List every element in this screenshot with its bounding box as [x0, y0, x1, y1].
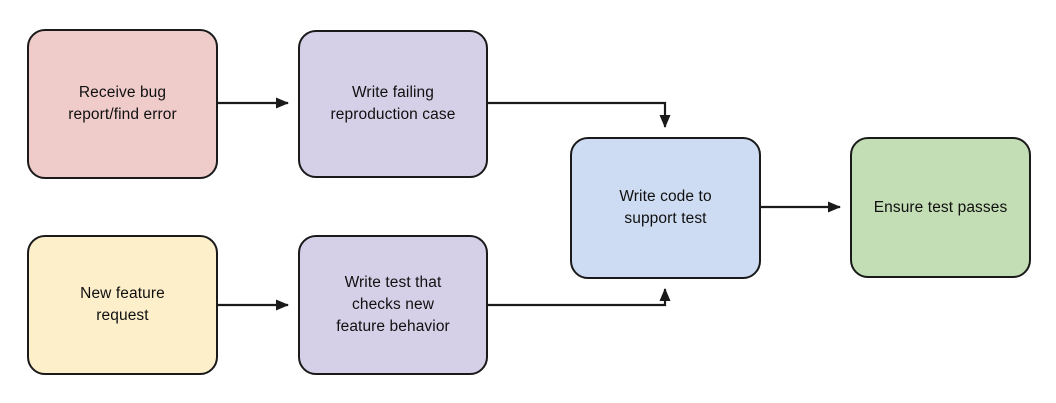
node-label: Write code to support test — [619, 188, 712, 227]
node-label: New feature request — [80, 285, 165, 324]
edge-failing-case-to-write-code — [488, 101, 667, 127]
edge-feature-test-to-write-code — [488, 289, 667, 307]
node-label: Ensure test passes — [873, 198, 1008, 216]
edge-write-code-to-ensure-arrowhead-icon — [828, 201, 841, 213]
node-label: Write failing reproduction case — [330, 84, 456, 123]
node-ensure-test-passes[interactable]: Ensure test passes — [850, 137, 1031, 278]
edge-request-to-feature-test-arrowhead-icon — [276, 299, 289, 311]
node-label: Receive bug report/find error — [68, 84, 177, 123]
node-label: Write test that checks new feature behav… — [336, 274, 450, 335]
edge-bug-to-failing-case-arrowhead-icon — [276, 97, 289, 109]
node-write-failing-case[interactable]: Write failing reproduction case — [298, 30, 488, 178]
edge-feature-test-to-write-code-arrowhead-icon — [659, 288, 671, 301]
node-write-feature-test[interactable]: Write test that checks new feature behav… — [298, 235, 488, 375]
node-receive-bug-report[interactable]: Receive bug report/find error — [27, 29, 218, 179]
node-new-feature-request[interactable]: New feature request — [27, 235, 218, 375]
node-write-code[interactable]: Write code to support test — [570, 137, 761, 279]
edge-failing-case-to-write-code-arrowhead-icon — [659, 115, 671, 128]
